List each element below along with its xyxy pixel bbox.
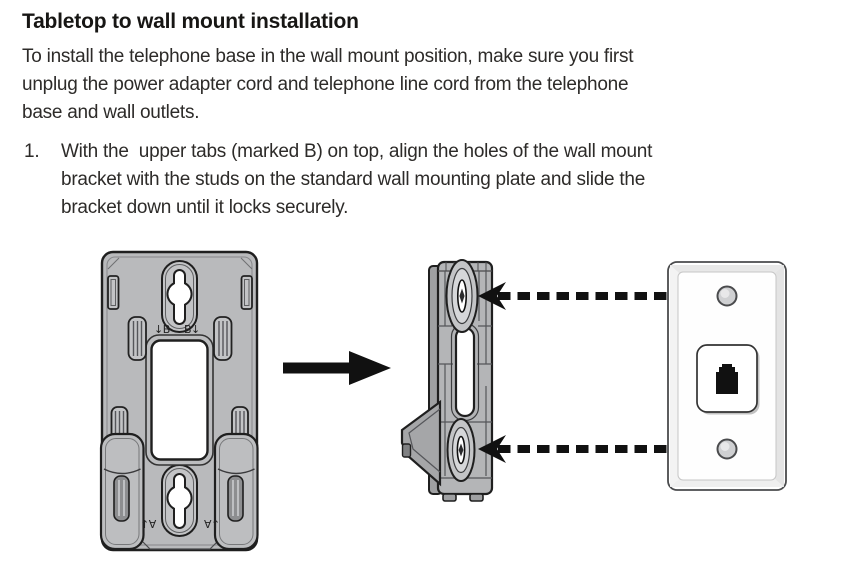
step-1-line: With the upper tabs (marked B) on top, a…: [61, 141, 653, 162]
phone-jack-icon: [716, 364, 738, 394]
wall-plate-diagram: [667, 261, 787, 491]
side-slot-opening: [450, 322, 480, 422]
keyhole-top: [161, 260, 198, 333]
phone-jack-plate: [696, 344, 760, 415]
step-1-number: 1.: [24, 141, 40, 162]
side-slot-left: [107, 275, 120, 310]
page-title: Tabletop to wall mount installation: [22, 10, 359, 33]
hook-left: [99, 432, 145, 551]
stud-bottom: [716, 438, 738, 460]
stud-top: [716, 285, 738, 307]
bracket-front-diagram: ↓B B↓ ↑∀ ∀↑: [99, 250, 259, 552]
side-slot-right: [240, 275, 253, 310]
ribbed-tab-upper-right: [213, 316, 233, 361]
label-a-left: ↑∀: [140, 518, 157, 531]
intro-line: unplug the power adapter cord and teleph…: [22, 74, 629, 95]
side-keyhole-top: [445, 259, 479, 333]
ribbed-tab-upper-left: [127, 316, 147, 361]
intro-line: To install the telephone base in the wal…: [22, 46, 634, 67]
bracket-side-diagram: [400, 259, 494, 502]
keyhole-bottom: [161, 464, 198, 537]
label-b-right: B↓: [184, 323, 200, 336]
side-keyhole-bottom: [446, 418, 476, 482]
label-b-left: ↓B: [154, 323, 170, 336]
window-opening: [145, 334, 214, 466]
hook-right: [213, 432, 259, 551]
step-1-line: bracket down until it locks securely.: [61, 197, 349, 218]
intro-paragraph: To install the telephone base in the wal…: [22, 43, 634, 127]
transform-arrow-icon: [283, 351, 391, 385]
step-1-line: bracket with the studs on the standard w…: [61, 169, 646, 190]
intro-line: base and wall outlets.: [22, 102, 200, 123]
kickstand-wedge: [400, 399, 442, 487]
step-1-text: With the upper tabs (marked B) on top, a…: [61, 138, 821, 222]
label-a-right: ∀↑: [204, 518, 220, 531]
